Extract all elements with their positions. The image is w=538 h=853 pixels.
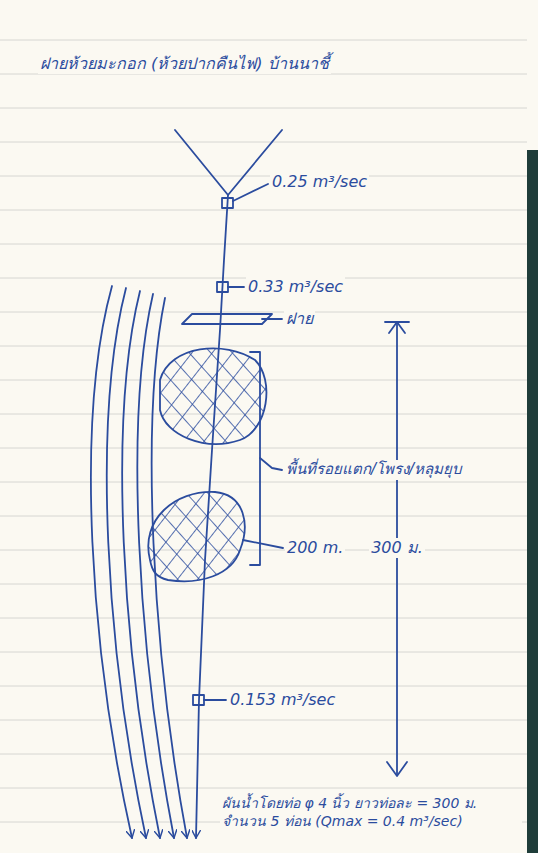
gauge-point — [193, 695, 204, 705]
leader-line — [243, 540, 283, 548]
flow-value: 0.153 m³/sec — [228, 690, 337, 711]
dimension-label: 200 m. — [285, 538, 345, 559]
ruled-lines — [0, 40, 527, 822]
weir-label: ฝาย — [284, 309, 315, 330]
weir-symbol — [182, 314, 272, 324]
gauge-point — [217, 282, 228, 292]
sinkhole-area — [160, 348, 266, 444]
diversion-note: ผันน้ำโดยท่อ φ 4 นิ้ว ยาวท่อละ = 300 ม. … — [220, 794, 522, 830]
leader-line — [204, 699, 226, 701]
gauge-point — [222, 198, 233, 208]
leader-line — [262, 318, 282, 320]
dimension-arrow — [387, 762, 407, 776]
flow-value: 0.25 m³/sec — [270, 172, 369, 193]
notebook-edge — [527, 150, 538, 853]
flow-value: 0.33 m³/sec — [246, 277, 345, 298]
leader-line — [228, 286, 244, 288]
leader-line — [260, 458, 282, 470]
zone-note: พื้นที่รอยแตก/โพรง/หลุมยุบ — [284, 460, 464, 480]
dimension-label: 300 ม. — [369, 538, 425, 559]
sinkhole-area — [148, 492, 244, 581]
sketch-title: ฝายห้วยมะกอก (ห้วยปากคืนไฟ) บ้านนาชี้ — [38, 54, 331, 75]
leader-line — [233, 184, 268, 201]
dimension-arrow — [389, 322, 405, 333]
